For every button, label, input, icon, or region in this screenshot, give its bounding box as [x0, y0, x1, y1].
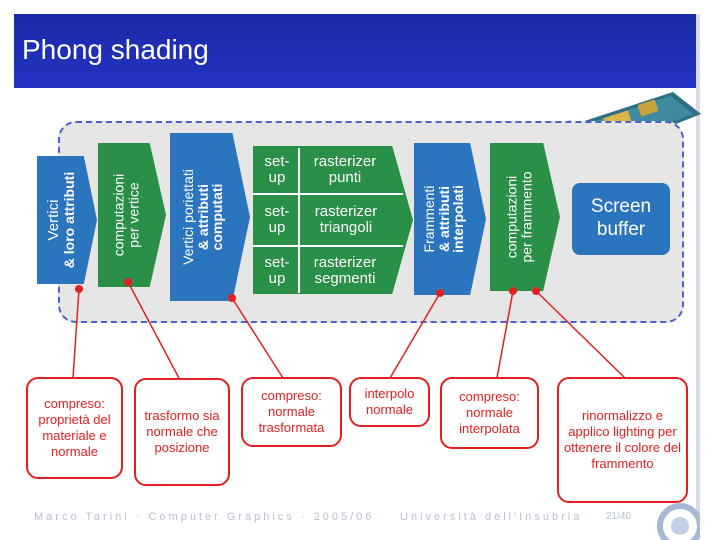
row-divider: [253, 245, 403, 247]
connector-line: [231, 297, 284, 379]
setup-cell-2: set-up: [257, 197, 297, 243]
setup-cell-1: set-up: [257, 148, 297, 192]
right-border: [696, 14, 700, 524]
callout-transform: trasformo sia normale che posizione: [134, 378, 230, 486]
callout-interpolated-normal: compreso: normale interpolata: [440, 377, 539, 449]
connector-pin: [124, 278, 132, 286]
footer-author: Marco Tarini · Computer Graphics · 2005/…: [34, 511, 375, 523]
title-bar: [14, 14, 696, 88]
callout-interpolate: interpolo normale: [349, 377, 430, 427]
fragments-stage: Frammenti & attributi interpolati: [414, 143, 486, 295]
column-divider: [298, 148, 300, 293]
row-divider: [253, 193, 403, 195]
connector-pin: [75, 285, 83, 293]
projected-vertices-stage: Vertici poriettati & attributi computati: [170, 133, 250, 301]
screen-buffer: Screen buffer: [572, 183, 670, 255]
callout-lighting: rinormalizzo e applico lighting per otte…: [557, 377, 688, 503]
connector-pin: [228, 294, 236, 302]
fragment-computation-stage: computazioni per frammento: [490, 143, 560, 291]
rasterizer-triangles: rasterizer triangoli: [300, 197, 392, 243]
slide-title: Phong shading: [22, 34, 209, 65]
vertex-computation-stage: computazioni per vertice: [98, 143, 166, 287]
footer-university: Università dell'Insubria: [400, 511, 583, 523]
university-logo: [657, 503, 700, 540]
connector-line: [535, 290, 626, 379]
setup-cell-3: set-up: [257, 249, 297, 293]
rasterizer-segments: rasterizer segmenti: [300, 249, 390, 293]
rasterizer-points: rasterizer punti: [300, 148, 390, 192]
page-number: 21/40: [606, 511, 632, 522]
connector-line: [496, 290, 514, 379]
connector-pin: [532, 287, 540, 295]
callout-transformed-normal: compreso: normale trasformata: [241, 377, 342, 447]
connector-line: [389, 292, 441, 379]
connector-line: [127, 281, 181, 381]
connector-pin: [436, 289, 444, 297]
connector-pin: [509, 287, 517, 295]
vertices-stage: Vertici & loro attributi: [37, 156, 97, 284]
callout-material: compreso: proprietà del materiale e norm…: [26, 377, 123, 479]
connector-line: [72, 288, 80, 379]
